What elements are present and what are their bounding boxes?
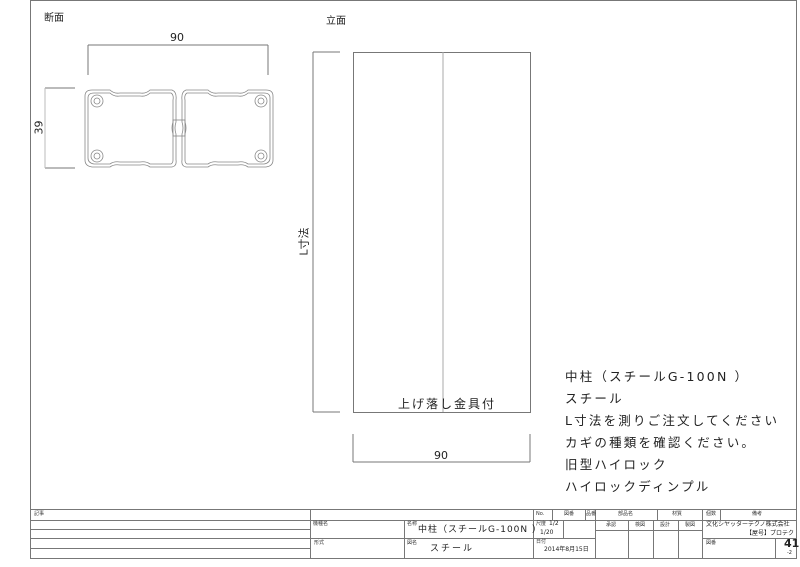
header-no: No. (536, 511, 545, 517)
approval-approved: 承認 (606, 522, 617, 528)
note-line: スチール (565, 391, 624, 406)
fitting-note: 上げ落し金具付 (398, 397, 497, 411)
section-view-label: 断面 (44, 13, 64, 24)
section-width-dimension: 90 (170, 31, 184, 44)
brand-name: 【屋号】プロテク (746, 530, 795, 537)
drawing-frame (30, 0, 797, 559)
company-name: 文化シヤッターテクノ株式会社 (706, 521, 790, 528)
drawing-no: 41 (784, 537, 800, 550)
elevation-view-label: 立面 (326, 16, 346, 27)
scale-label: 尺度 (536, 521, 547, 527)
elevation-width-dimension: 90 (434, 449, 448, 462)
type-label: 形式 (314, 540, 325, 546)
note-line: ハイロックディンプル (565, 479, 711, 494)
approval-drawn: 製図 (685, 522, 696, 528)
name-label: 名称 (407, 521, 418, 527)
drawing-name-value: スチール (430, 544, 475, 554)
name-value: 中柱（スチールG-100N ） (418, 525, 542, 535)
header-part-no: 品番 (586, 511, 597, 517)
remarks-label: 記事 (34, 511, 45, 517)
header-quantity: 個数 (706, 511, 717, 517)
length-dimension: L寸法 (297, 227, 311, 256)
title-block-grid (30, 509, 797, 559)
approval-checked: 検図 (635, 522, 646, 528)
note-line: 中柱（スチールG-100N ） (565, 369, 750, 384)
scale-value-2: 1/20 (540, 529, 554, 536)
header-revision: 図番 (564, 511, 575, 517)
header-remarks: 備考 (752, 511, 763, 517)
drawing-name-label: 図名 (407, 540, 418, 546)
model-label: 機種名 (313, 521, 329, 527)
drawing-no-sub: -2 (787, 550, 792, 556)
note-line: 旧型ハイロック (565, 457, 668, 472)
date-value: 2014年8月15日 (544, 546, 589, 553)
header-material: 材質 (672, 511, 683, 517)
approval-designed: 設計 (660, 522, 671, 528)
scale-value-1: 1/2 (549, 520, 559, 527)
section-dimension-lines (44, 44, 269, 169)
elevation-view (312, 51, 531, 463)
section-profile (84, 89, 274, 168)
section-height-dimension: 39 (32, 120, 46, 135)
note-line: L寸法を測りご注文してください (565, 413, 780, 428)
drawing-no-label: 図番 (706, 540, 717, 546)
date-label: 日付 (536, 539, 547, 545)
note-line: カギの種類を確認ください。 (565, 435, 757, 450)
header-part-name: 部品名 (618, 511, 634, 517)
